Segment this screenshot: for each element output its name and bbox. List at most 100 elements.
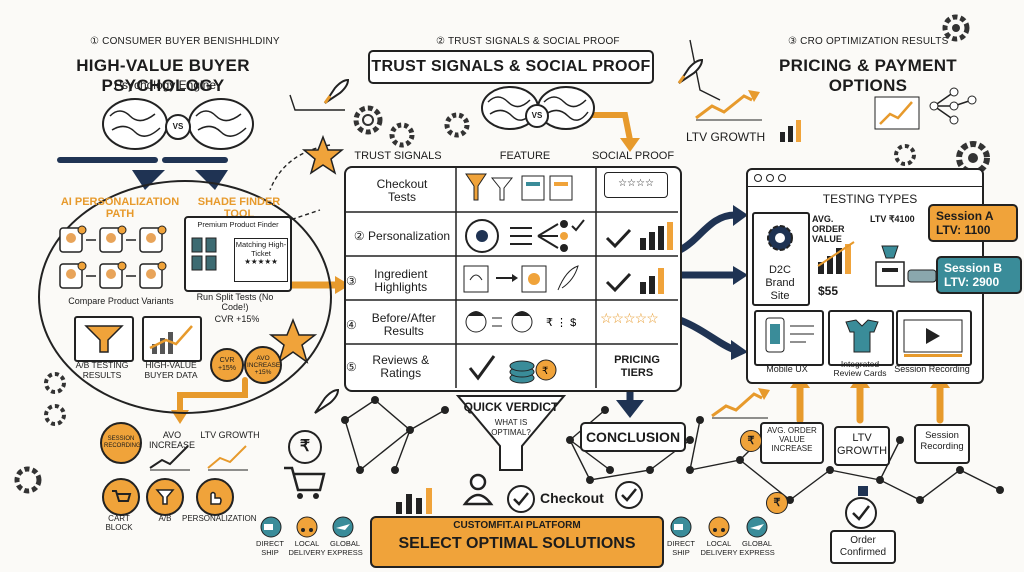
- growth-chart-icon: [711, 388, 770, 419]
- mobile-ux-label: Mobile UX: [766, 364, 808, 374]
- avg-order-increase-text: AVG. ORDER VALUE INCREASE: [767, 426, 817, 453]
- price-label: $55: [818, 284, 839, 298]
- cart-block-label: CART BLOCK: [105, 514, 133, 532]
- left-psychology-circle: [38, 180, 332, 414]
- compare-variants-label: Compare Product Variants: [68, 296, 174, 306]
- local-delivery-label: LOCAL DELIVERY: [700, 539, 738, 557]
- user-icon: [462, 473, 494, 506]
- trend-chart-icon: [207, 445, 248, 471]
- bar-chart-icon: [640, 268, 664, 294]
- review-cards-label: Integrated Review Cards: [833, 359, 887, 378]
- gear-icon: [353, 105, 383, 135]
- row-label-personalization: Personalization: [368, 229, 451, 243]
- ltv-label: LTV ₹4100: [870, 214, 915, 224]
- platform-name: CUSTOMFIT.AI PLATFORM: [453, 520, 581, 531]
- run-split-label: Run Split Tests (No Code!): [196, 292, 274, 312]
- row-number: ⑤: [346, 359, 357, 374]
- cvr-badge: CVR +15%: [210, 348, 244, 382]
- local-delivery-label: LOCAL DELIVERY: [288, 539, 326, 557]
- vs-text: VS: [531, 111, 543, 120]
- order-confirmed-box: Order Confirmed: [830, 530, 896, 564]
- growth-chart-icon: [874, 96, 920, 130]
- platform-banner[interactable]: CUSTOMFIT.AI PLATFORM SELECT OPTIMAL SOL…: [370, 516, 664, 568]
- check-circle-icon: [507, 485, 535, 513]
- table-row-label: ② Personalization: [346, 230, 458, 243]
- gear-icon: [14, 466, 42, 494]
- quick-verdict-label: QUICK VERDICT: [463, 400, 559, 414]
- ltv-growth-label: LTV GROWTH: [200, 430, 260, 440]
- currency-symbol: ₹: [299, 438, 311, 455]
- global-express-label: GLOBAL EXPRESS: [739, 539, 775, 557]
- brain-icon: [188, 98, 254, 150]
- currency-icon: ₹: [288, 430, 322, 464]
- header-social-proof: SOCIAL PROOF: [591, 150, 675, 162]
- session-b-text: Session B LTV: 2900: [944, 261, 1003, 289]
- session-b-tag: Session B LTV: 2900: [936, 256, 1022, 294]
- psychology-engine-label: Psychology Engine: [113, 78, 217, 92]
- svg-text:₹ ⋮ $: ₹ ⋮ $: [546, 317, 576, 329]
- left-section-title: HIGH-VALUE BUYER PSYCHOLOGY: [76, 56, 250, 95]
- brain-icon: [102, 98, 168, 150]
- star-icon: [301, 134, 345, 175]
- direct-ship-label: DIRECT SHIP: [256, 539, 284, 557]
- matching-card: Matching High-Ticket ★★★★★: [234, 238, 288, 282]
- rocket-icon: [677, 58, 704, 84]
- high-value-card: [142, 316, 202, 362]
- d2c-label: D2C Brand Site: [765, 264, 795, 302]
- rocket-icon: [314, 388, 340, 414]
- vs-badge: VS: [525, 104, 549, 128]
- gear-icon: [767, 225, 793, 251]
- row-number: ②: [353, 229, 365, 243]
- avatar-grid: [58, 224, 178, 296]
- cvr-label: CVR +15%: [214, 314, 260, 324]
- eye-network-icon: [465, 219, 585, 253]
- before-after-icon: ₹ ⋮ $: [465, 311, 576, 333]
- right-section-title: PRICING & PAYMENT OPTIONS: [779, 56, 957, 95]
- gear-icon: [44, 372, 66, 394]
- session-recording-card[interactable]: [896, 310, 972, 366]
- review-cards-card[interactable]: [828, 310, 894, 366]
- gear-icon: [444, 112, 470, 138]
- session-a-tag: Session A LTV: 1100: [928, 204, 1018, 242]
- table-row-label: Checkout Tests: [350, 178, 454, 204]
- pricing-tiers-label: PRICING TIERS: [614, 354, 660, 379]
- ab-results-label: A/B TESTING RESULTS: [75, 360, 129, 380]
- row-label-ingredient: Ingredient Highlights: [374, 267, 428, 294]
- ab-funnel-icon: [146, 478, 184, 516]
- vs-badge: VS: [165, 114, 191, 140]
- header-feature: FEATURE: [499, 150, 551, 162]
- funnel-icon: [465, 173, 573, 201]
- optimal-question: WHAT IS OPTIMAL?: [491, 418, 531, 437]
- left-section-subtitle: ① CONSUMER BUYER BENISHHLDINY: [90, 36, 280, 47]
- row-label-checkout: Checkout Tests: [376, 177, 428, 204]
- left-subtitle-text: CONSUMER BUYER BENISHHLDINY: [102, 36, 280, 47]
- currency-badge: ₹: [740, 430, 762, 452]
- order-confirmed-text: Order Confirmed: [839, 535, 887, 558]
- avo-badge-text: AVO INCREASE +15%: [247, 354, 281, 376]
- avg-order-increase-box: AVG. ORDER VALUE INCREASE: [760, 422, 824, 464]
- premium-finder-title: Premium Product Finder: [197, 220, 279, 229]
- gear-icon: [389, 122, 415, 148]
- bar-chart-icon: [396, 488, 432, 514]
- network-icon: [929, 87, 977, 125]
- middle-section-subtitle: ② TRUST SIGNALs & SOCIAL PROOF: [436, 36, 620, 47]
- row-label-before-after: Before/After Results: [371, 311, 436, 338]
- gear-icon: [894, 144, 916, 166]
- avo-increase-label: AVO INCREASE: [148, 430, 195, 450]
- personalization-icon: [196, 478, 234, 516]
- browser-toolbar: [748, 170, 982, 187]
- ab-results-card: [74, 316, 134, 362]
- ingredient-icon: [463, 265, 579, 293]
- bar-chart-icon: [780, 120, 801, 142]
- ltv-growth-box-text: LTV GROWTH: [836, 432, 888, 457]
- trend-chart-icon: [149, 445, 190, 471]
- mobile-ux-card[interactable]: [754, 310, 824, 366]
- review-bubble: ☆☆☆☆: [604, 172, 668, 198]
- middle-title: TRUST SIGNALS & SOCIAL PROOF: [371, 58, 651, 75]
- personalization-label: PERSONALIZATION: [182, 514, 257, 523]
- sofa-icon: [907, 269, 937, 283]
- currency-symbol: ₹: [773, 497, 781, 509]
- avo-badge: AVO INCREASE +15%: [244, 346, 282, 384]
- testing-types-label: TESTING TYPES: [822, 192, 918, 206]
